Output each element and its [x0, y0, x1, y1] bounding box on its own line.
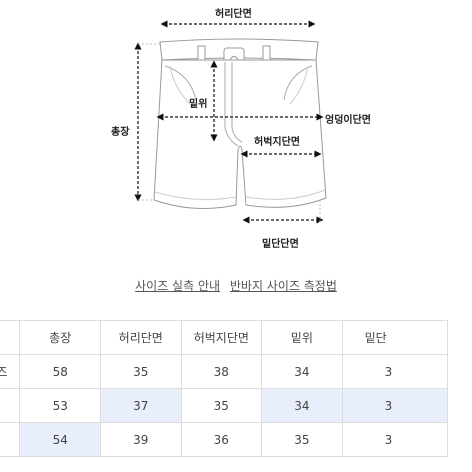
table-header: 총장	[19, 320, 101, 355]
size-table: 총장 허리단면 허벅지단면 밑위 밑단 즈 58 35 38 34 3 53 3…	[0, 320, 449, 457]
table-cell: 34	[261, 354, 343, 389]
table-row: 즈 58 35 38 34 3	[0, 354, 449, 389]
thigh-label: 허벅지단면	[254, 137, 300, 148]
shorts-measure-link[interactable]: 반바지 사이즈 측정법	[229, 279, 337, 293]
size-guide-links: 사이즈 실측 안내 반바지 사이즈 측정법	[0, 277, 472, 294]
table-cell: 38	[180, 354, 263, 389]
length-label: 총장	[111, 127, 130, 138]
shorts-diagram: 허리단면 총장 밑위 엉덩이단면 허벅지단면 밑단단면	[111, 9, 371, 250]
waist-label: 허리단면	[215, 9, 252, 20]
table-cell: 58	[19, 354, 101, 389]
table-row: 53 37 35 34 3	[0, 388, 449, 423]
table-row: 54 39 36 35 3	[0, 422, 449, 457]
table-cell: 36	[180, 422, 263, 457]
shorts-illustration	[134, 20, 327, 224]
table-cell: 35	[180, 388, 263, 423]
table-header: 허벅지단면	[180, 320, 263, 355]
table-header	[0, 320, 21, 355]
table-cell	[0, 422, 21, 457]
table-cell: 즈	[0, 354, 21, 389]
table-cell: 35	[261, 422, 343, 457]
table-header-row: 총장 허리단면 허벅지단면 밑위 밑단	[0, 320, 449, 355]
rise-label: 밑위	[189, 99, 208, 110]
table-header: 밑단	[341, 320, 449, 355]
table-cell: 35	[99, 354, 182, 389]
hip-label: 엉덩이단면	[325, 115, 371, 126]
table-cell	[0, 388, 21, 423]
table-cell: 3	[341, 422, 449, 457]
size-guide-link[interactable]: 사이즈 실측 안내	[135, 279, 221, 293]
table-cell: 3	[341, 388, 449, 423]
table-cell: 37	[99, 388, 182, 423]
table-cell: 54	[19, 422, 101, 457]
table-cell: 53	[19, 388, 101, 423]
table-cell: 3	[341, 354, 449, 389]
table-cell: 34	[261, 388, 343, 423]
table-header: 밑위	[261, 320, 343, 355]
table-cell: 39	[99, 422, 182, 457]
table-header: 허리단면	[99, 320, 182, 355]
hem-label: 밑단단면	[262, 239, 299, 250]
